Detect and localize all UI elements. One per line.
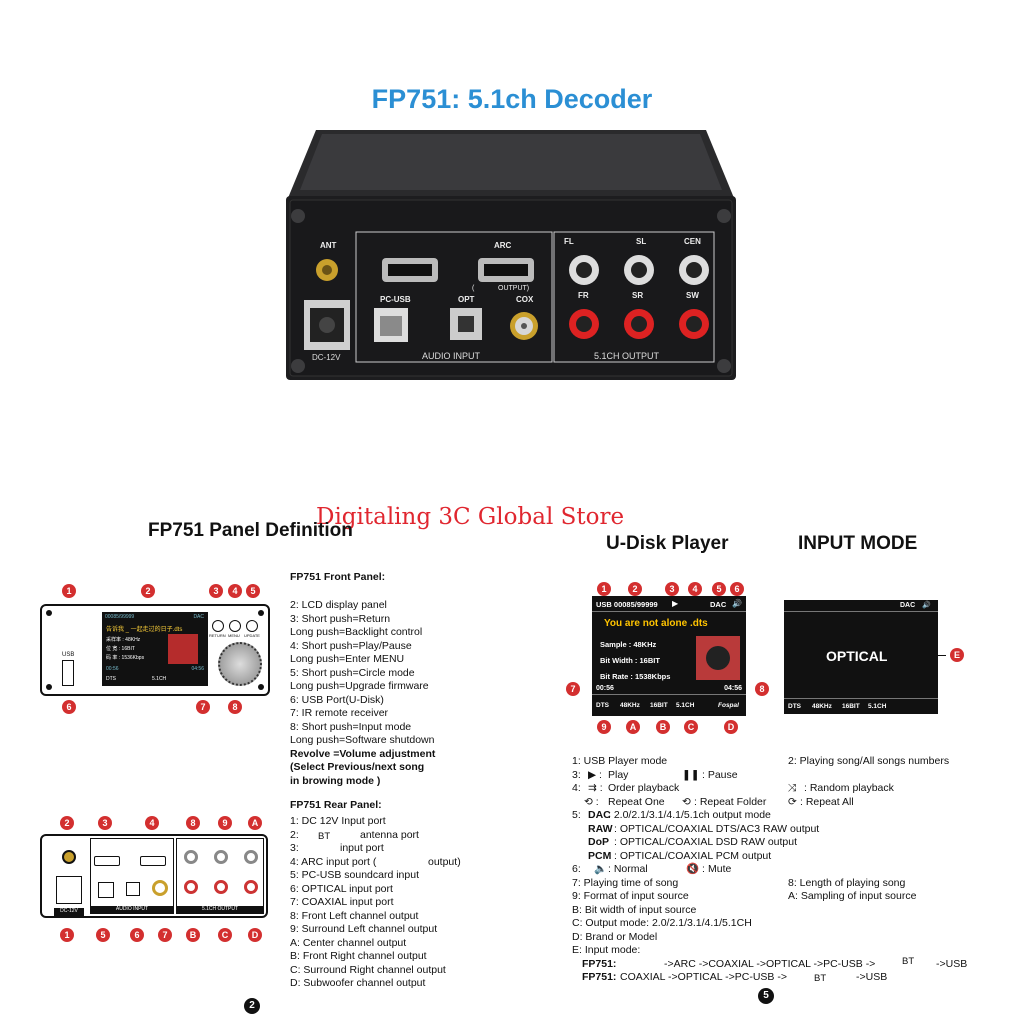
front-panel-list: 2: LCD display panel 3: Short push=Retur… bbox=[290, 599, 436, 787]
rear-panel-heading: FP751 Rear Panel: bbox=[290, 799, 382, 811]
panel-definition-title: FP751 Panel Definition bbox=[148, 520, 353, 541]
cox-label: COX bbox=[516, 295, 534, 304]
repeat-all-icon: ⟳ bbox=[788, 795, 797, 808]
device-rear-photo: ANT DC-12V ARC ( OUTPUT) PC-USB OPT COX … bbox=[286, 130, 736, 380]
udisk-title: U-Disk Player bbox=[606, 533, 729, 554]
volume-knob[interactable] bbox=[218, 642, 262, 686]
volume-icon: 🔊 bbox=[922, 602, 931, 609]
opt-label: OPT bbox=[458, 295, 475, 304]
return-button[interactable] bbox=[212, 620, 224, 632]
svg-text:SW: SW bbox=[686, 291, 699, 300]
album-art bbox=[696, 636, 740, 680]
pause-icon: ❚❚ bbox=[682, 768, 700, 781]
svg-text:FR: FR bbox=[578, 291, 589, 300]
play-icon: ▶ : bbox=[588, 768, 602, 781]
ir-receiver bbox=[202, 650, 208, 656]
audio-input-label: AUDIO INPUT bbox=[422, 351, 481, 361]
watermark: Digitaling 3C Global Store bbox=[316, 504, 625, 530]
svg-text:FL: FL bbox=[564, 237, 574, 246]
front-panel-diagram: USB 00085/99999 DAC 告诉我 _ 一起走过的日子.dts 采样… bbox=[40, 604, 270, 696]
repeat-one-icon: ⟲ : bbox=[584, 795, 599, 808]
arc-label: ARC bbox=[494, 241, 512, 250]
play-icon: ▶ bbox=[672, 599, 679, 608]
volume-icon: 🔊 bbox=[732, 599, 742, 608]
pcusb-label: PC-USB bbox=[380, 295, 411, 304]
mute-icon: 🔇 : bbox=[686, 863, 705, 875]
rear-panel-diagram: DC-12V AUDIO INPUT 5.1CH OUTPUT bbox=[40, 834, 268, 918]
udisk-screen: USB 00085/99999 ▶ DAC 🔊 You are not alon… bbox=[592, 596, 746, 716]
svg-text:SR: SR bbox=[632, 291, 643, 300]
front-panel-heading: FP751 Front Panel: bbox=[290, 571, 386, 583]
usb-label: USB bbox=[62, 652, 75, 658]
arc-output-label: OUTPUT) bbox=[498, 285, 529, 292]
svg-text:CEN: CEN bbox=[684, 237, 701, 246]
input-mode-screen: DAC 🔊 OPTICAL DTS 48KHz 16BIT 5.1CH bbox=[784, 600, 938, 714]
51ch-output-label: 5.1CH OUTPUT bbox=[594, 351, 660, 361]
page-badge-2: 2 bbox=[244, 998, 260, 1014]
random-icon: ⤨ bbox=[788, 782, 797, 794]
mini-lcd: 00085/99999 DAC 告诉我 _ 一起走过的日子.dts 采样率 : … bbox=[102, 612, 208, 686]
menu-button[interactable] bbox=[229, 620, 241, 632]
update-button[interactable] bbox=[246, 620, 258, 632]
svg-text:SL: SL bbox=[636, 237, 646, 246]
page-badge-5: 5 bbox=[758, 988, 774, 1004]
svg-text:(: ( bbox=[472, 285, 475, 292]
speaker-icon: 🔈 bbox=[594, 863, 608, 875]
dc-label: DC-12V bbox=[312, 353, 341, 362]
ant-label: ANT bbox=[320, 241, 337, 250]
page-title: FP751: 5.1ch Decoder bbox=[371, 84, 653, 114]
input-mode-title: INPUT MODE bbox=[798, 533, 918, 554]
repeat-folder-icon: ⟲ bbox=[682, 795, 691, 808]
usb-port bbox=[62, 660, 74, 686]
order-icon: ⇉ : bbox=[588, 782, 603, 794]
